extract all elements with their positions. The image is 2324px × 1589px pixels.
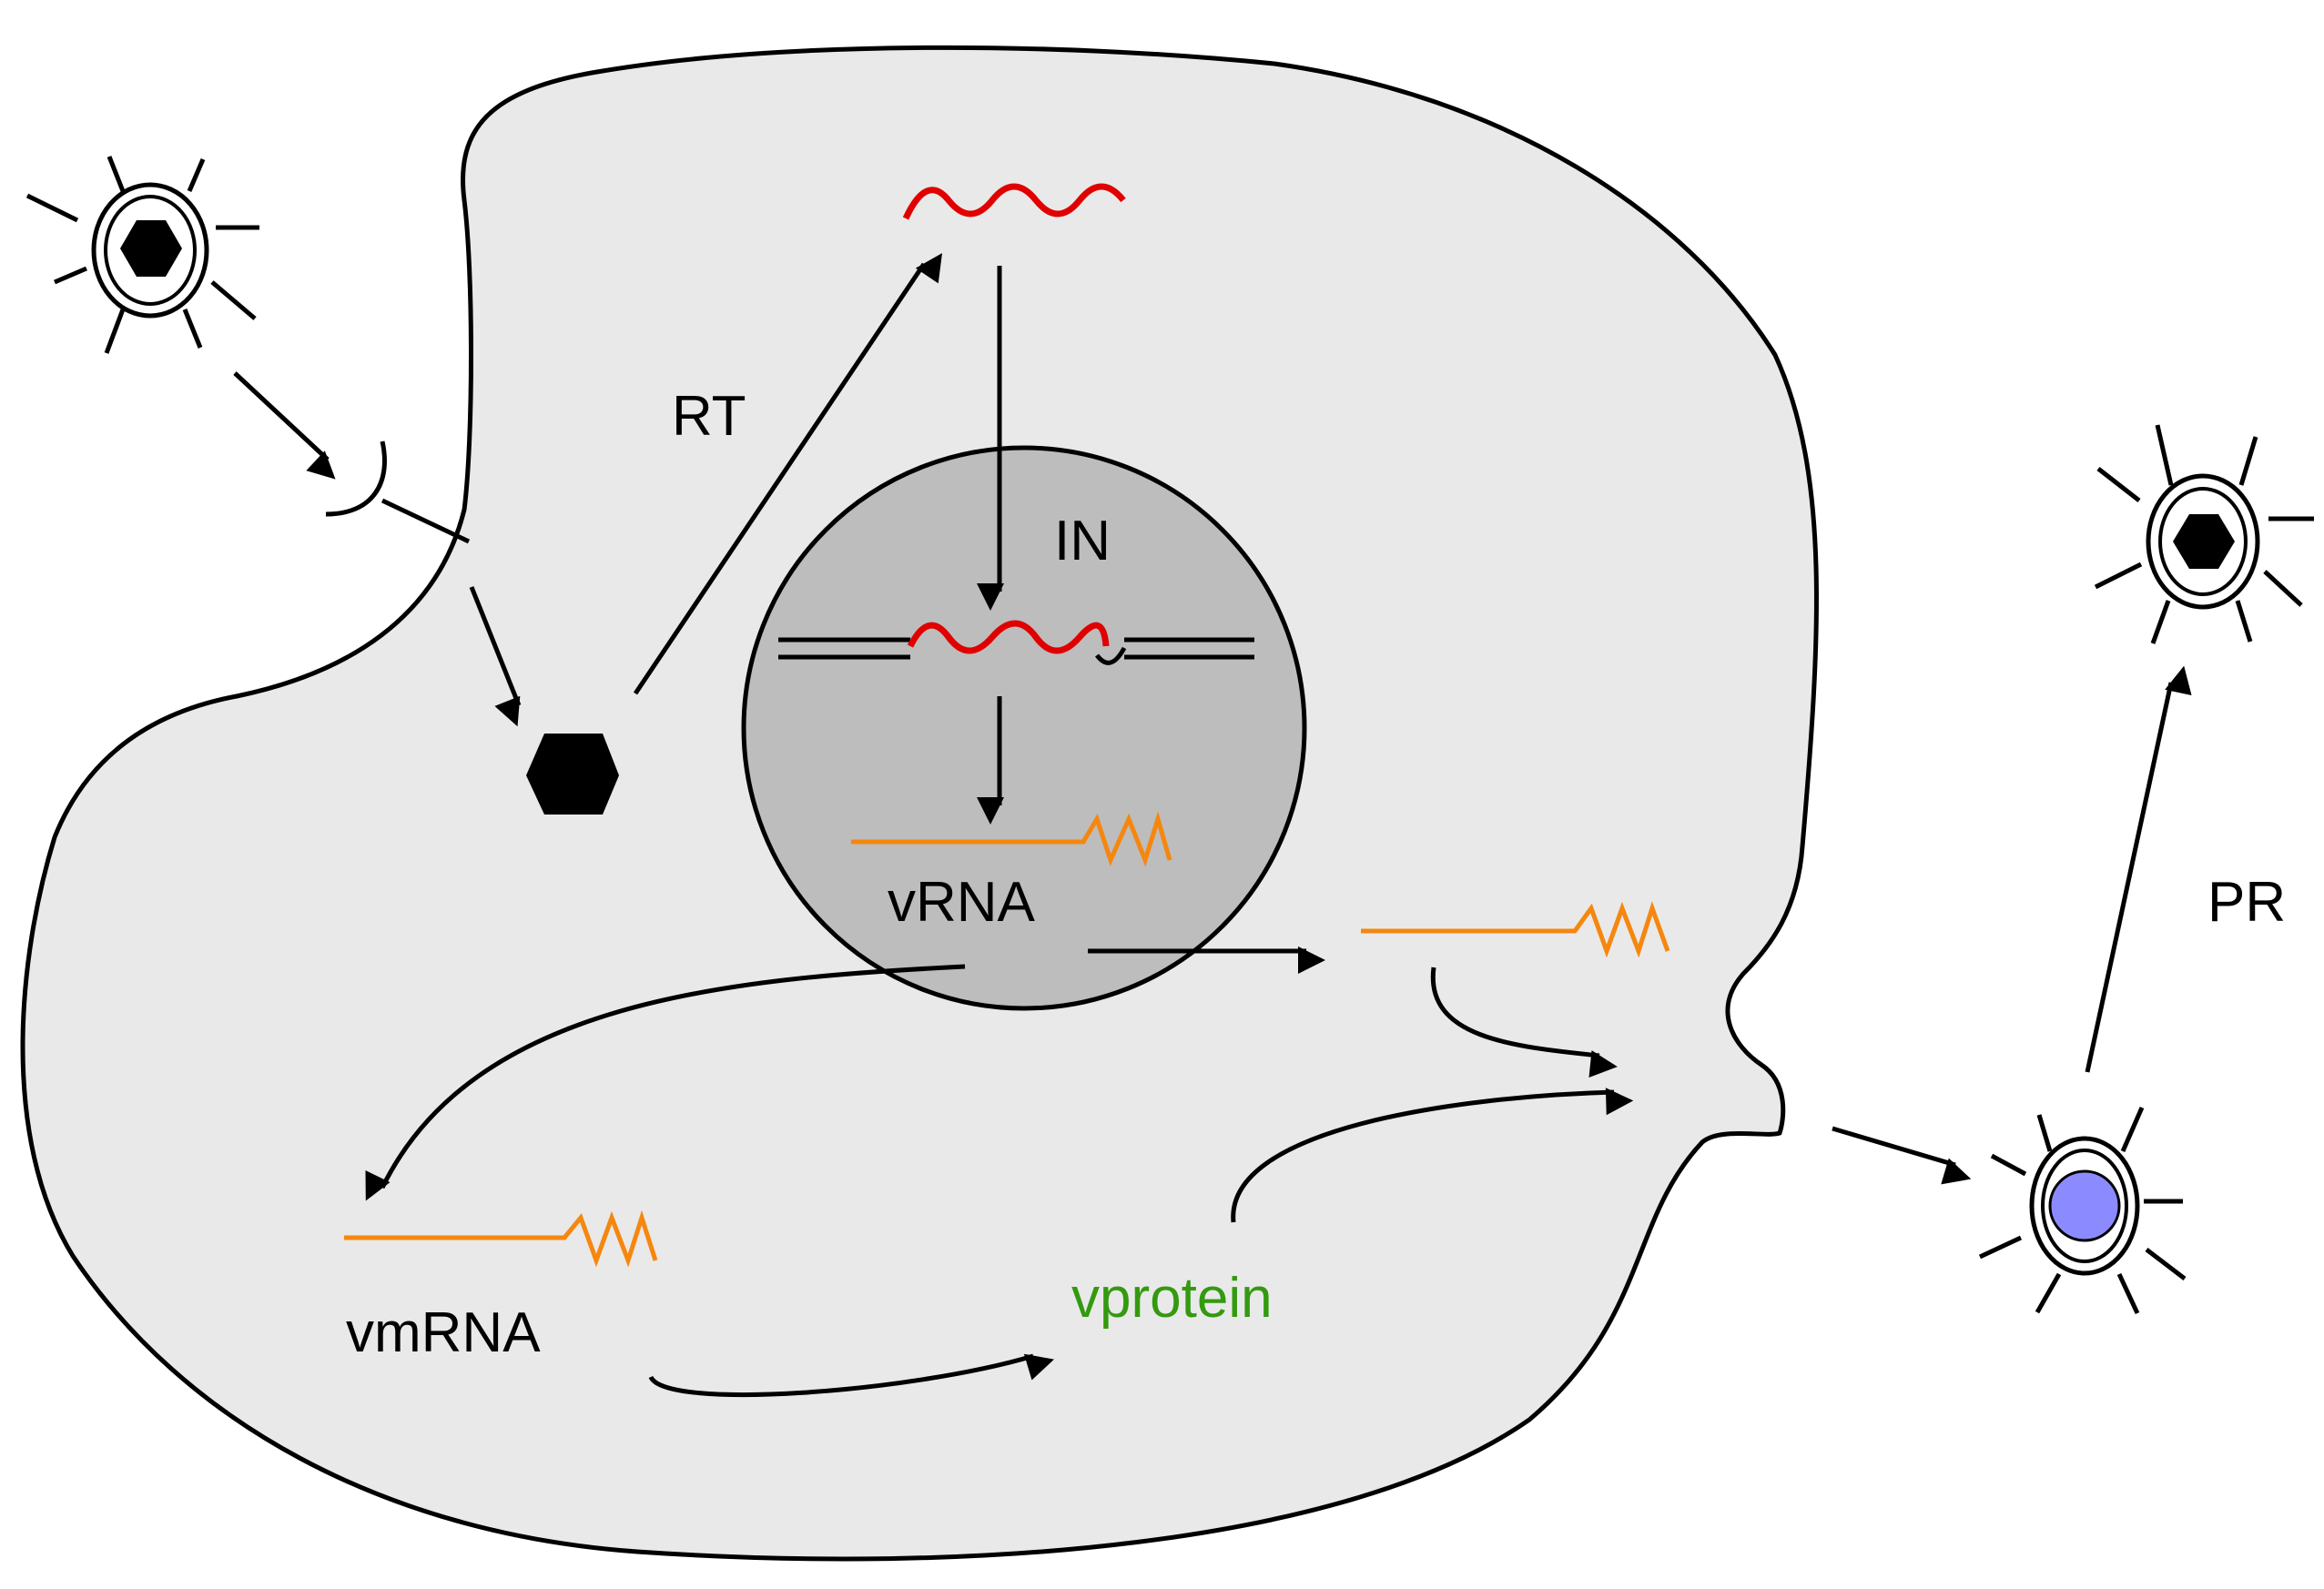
label-vprotein: vprotein [1071,1267,1273,1330]
arrow-reverse-transcription [633,253,943,695]
viral-rna-wave [902,183,1126,220]
cell-receptor [325,440,471,544]
arrow-protein-to-assembly [1231,1088,1634,1223]
arrow-budding [1832,1126,1972,1185]
mature-virion [2094,424,2314,644]
viral-capsid-hexagon [526,734,619,815]
immature-virion [1978,1106,2187,1315]
vrna-strand [851,811,1172,867]
label-pr: PR [2207,871,2286,934]
vmrna-strand [344,1209,658,1268]
arrow-maturation [2085,665,2192,1073]
exported-rna-strand [1361,901,1670,958]
label-vmrna: vmRNA [346,1301,541,1364]
label-vrna: vRNA [888,871,1036,934]
arrow-entry-to-capsid [469,586,522,727]
nucleus [741,445,1307,1011]
label-rt: RT [672,385,746,448]
arrow-rna-to-assembly [1430,967,1618,1078]
incoming-virion [25,156,259,354]
arrow-virus-to-receptor [233,371,336,480]
label-in: IN [1054,510,1111,572]
arrow-to-vmrna [365,964,966,1201]
integrated-provirus [778,620,1254,665]
arrow-vmrna-to-vprotein [648,1353,1054,1398]
